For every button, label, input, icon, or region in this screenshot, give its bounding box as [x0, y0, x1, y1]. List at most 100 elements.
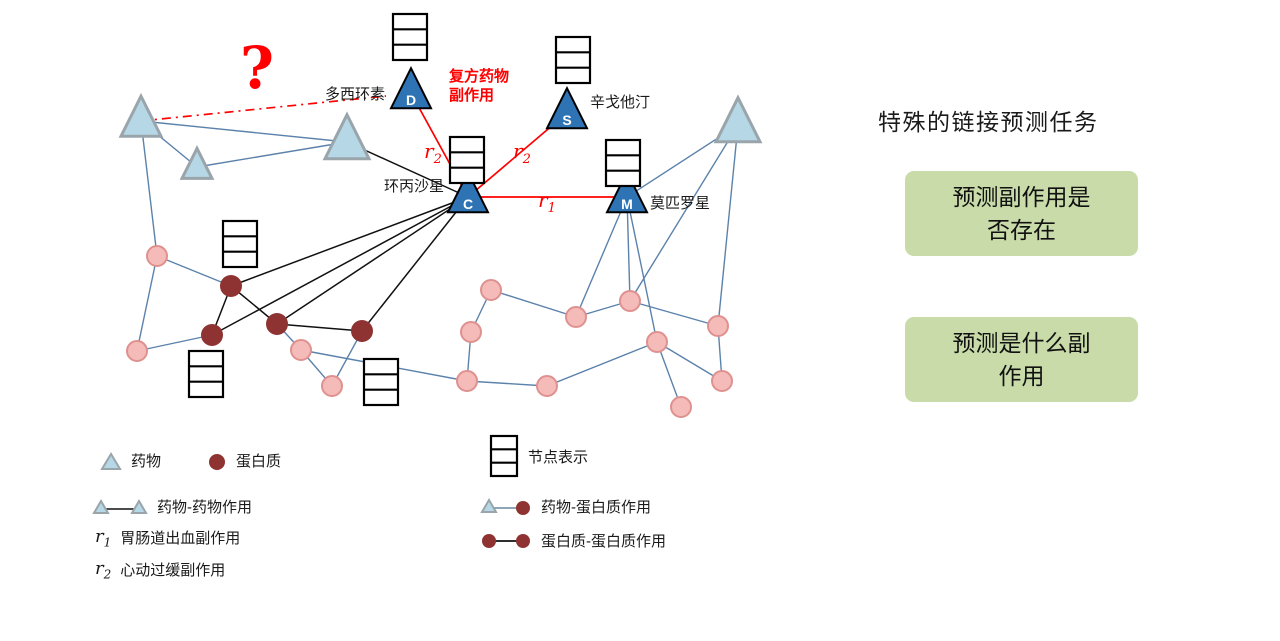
drug-name-label: 多西环素 — [325, 86, 385, 103]
edge-label-r2: r2 — [513, 139, 531, 167]
drug-node — [118, 92, 164, 138]
edge-blue — [140, 120, 158, 257]
drug-node — [713, 94, 763, 144]
edge-blue — [656, 341, 723, 382]
legend-protein-protein: 蛋白质-蛋白质作用 — [480, 530, 666, 551]
r1-base: r — [95, 526, 104, 547]
polypharmacy-side-effect-label: 复方药物 — [448, 67, 509, 85]
protein-node-pink — [321, 375, 343, 397]
protein-node-pink — [619, 290, 641, 312]
protein-node-pink — [126, 340, 148, 362]
protein-node-dark — [351, 320, 373, 342]
legend-r1-label: 胃肠道出血副作用 — [120, 530, 241, 548]
drug-node-M — [605, 169, 649, 214]
node-representation-icon — [489, 434, 519, 478]
legend-drug-protein: 药物-蛋白质作用 — [480, 496, 651, 517]
drug-letter-S: S — [562, 112, 571, 128]
r2-base: r — [95, 558, 104, 579]
node-representation-icon — [362, 357, 400, 407]
protein-node-pink — [711, 370, 733, 392]
legend-drug-label: 药物 — [131, 453, 162, 470]
protein-node-dark — [201, 324, 223, 346]
edge-black — [276, 196, 469, 325]
r1-sub: 1 — [103, 535, 112, 550]
drug-name-label: 莫匹罗星 — [650, 195, 710, 212]
question-mark: ? — [240, 34, 274, 102]
legend-r2: r2 心动过缓副作用 — [95, 558, 225, 582]
protein-node-pink — [456, 370, 478, 392]
edge-blue — [156, 255, 232, 287]
edge-blue — [136, 334, 213, 352]
edge-blue — [626, 196, 658, 343]
drug-node-S — [545, 85, 589, 130]
drug-name-label: 环丙沙星 — [384, 178, 444, 195]
edge-blue — [140, 120, 348, 143]
panel-title: 特殊的链接预测任务 — [878, 109, 1099, 135]
edge-black — [276, 323, 363, 332]
drug-letter-D: D — [406, 92, 416, 108]
legend-drug-drug-label: 药物-药物作用 — [157, 499, 252, 516]
edge-black — [230, 196, 469, 287]
protein-node-pink — [707, 315, 729, 337]
edge-blue — [626, 196, 631, 302]
protein-node-pink — [646, 331, 668, 353]
legend-drug: 药物 — [100, 450, 161, 471]
drug-node — [322, 111, 372, 161]
edge-blue — [546, 341, 658, 387]
edge-blue — [490, 289, 577, 318]
edge-black — [361, 196, 469, 332]
legend-r1: r1 胃肠道出血副作用 — [95, 526, 240, 550]
protein-node-pink — [670, 396, 692, 418]
legend-drug-drug: 药物-药物作用 — [92, 496, 252, 517]
protein-node-pink — [480, 279, 502, 301]
protein-circle-icon — [209, 453, 225, 470]
legend-node-repr: 节点表示 — [489, 434, 588, 478]
edge-blue — [575, 196, 628, 318]
protein-node-pink — [565, 306, 587, 328]
protein-node-pink — [460, 321, 482, 343]
drug-drug-edge-icon — [92, 498, 148, 514]
node-representation-icon — [448, 135, 486, 185]
task-box-type: 预测是什么副 作用 — [905, 317, 1138, 402]
task-box-exist-label: 预测副作用是 否存在 — [952, 184, 1091, 243]
drug-name-label: 辛戈他汀 — [590, 94, 650, 111]
protein-protein-edge-icon — [482, 533, 530, 548]
drug-node-C — [446, 169, 490, 214]
node-representation-icon — [391, 12, 429, 62]
protein-node-pink — [146, 245, 168, 267]
r2-sub: 2 — [103, 567, 112, 582]
node-representation-icon — [187, 349, 225, 399]
drug-letter-M: M — [621, 196, 633, 212]
task-box-type-label: 预测是什么副 作用 — [952, 330, 1091, 389]
edge-blue — [717, 124, 739, 327]
edge-blue — [629, 124, 739, 302]
r2-symbol: r2 — [95, 558, 111, 582]
edge-blue — [629, 300, 719, 327]
node-representation-icon — [221, 219, 259, 269]
drug-letter-C: C — [463, 196, 473, 212]
legend-node-repr-label: 节点表示 — [528, 448, 589, 466]
node-representation-icon — [554, 35, 592, 85]
drug-node-D — [389, 65, 433, 110]
task-box-exist: 预测副作用是 否存在 — [905, 171, 1138, 256]
drug-node — [179, 145, 215, 180]
polypharmacy-side-effect-label: 副作用 — [449, 86, 494, 104]
drug-protein-edge-icon — [480, 497, 530, 515]
legend-drug-protein-label: 药物-蛋白质作用 — [541, 499, 651, 516]
r1-symbol: r1 — [95, 526, 111, 550]
edge-label-r1: r1 — [538, 188, 556, 216]
edge-black — [346, 141, 469, 198]
edge-blue — [196, 141, 348, 168]
legend-r2-label: 心动过缓副作用 — [120, 562, 226, 580]
edge-blue — [466, 380, 548, 387]
edge-blue — [656, 341, 682, 408]
edge-blue — [136, 255, 158, 352]
legend-protein-label: 蛋白质 — [236, 453, 282, 470]
legend-protein-protein-label: 蛋白质-蛋白质作用 — [541, 533, 666, 550]
legend-protein: 蛋白质 — [207, 450, 281, 471]
drug-triangle-icon — [100, 451, 122, 470]
edge-black — [211, 196, 469, 336]
protein-node-pink — [290, 339, 312, 361]
